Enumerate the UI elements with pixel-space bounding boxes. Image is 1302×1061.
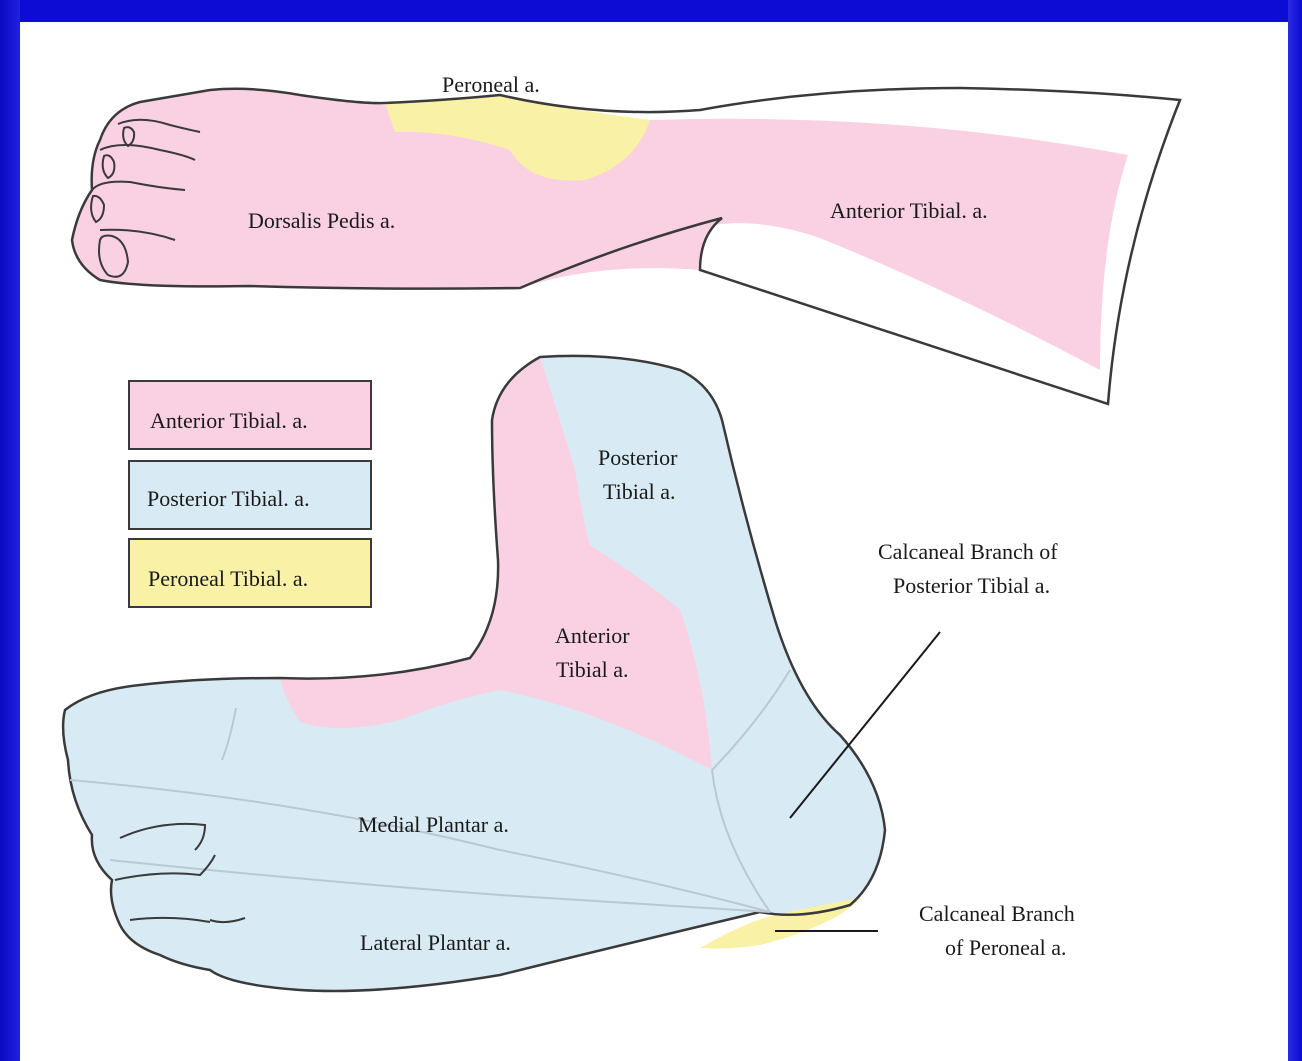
- legend-label-peroneal: Peroneal Tibial. a.: [148, 566, 308, 591]
- label-dorsalis-pedis: Dorsalis Pedis a.: [248, 208, 395, 233]
- label-lateral-plantar: Lateral Plantar a.: [360, 930, 511, 955]
- label-calcaneal-peroneal-2: of Peroneal a.: [945, 935, 1067, 960]
- slide-frame-right: [1288, 0, 1302, 1061]
- label-anterior-tibial-side-2: Tibial a.: [556, 657, 629, 682]
- legend: Anterior Tibial. a. Posterior Tibial. a.…: [129, 381, 371, 607]
- angiosome-diagram: Peroneal a. Dorsalis Pedis a. Anterior T…: [20, 22, 1288, 1061]
- slide-frame-left: [0, 0, 20, 1061]
- dorsal-foot-view: Peroneal a. Dorsalis Pedis a. Anterior T…: [72, 72, 1180, 404]
- label-medial-plantar: Medial Plantar a.: [358, 812, 509, 837]
- label-calcaneal-posterior-2: Posterior Tibial a.: [893, 573, 1050, 598]
- legend-label-anterior: Anterior Tibial. a.: [150, 408, 308, 433]
- legend-label-posterior: Posterior Tibial. a.: [147, 486, 310, 511]
- label-posterior-tibial-1: Posterior: [598, 445, 678, 470]
- label-anterior-tibial-top: Anterior Tibial. a.: [830, 198, 988, 223]
- label-anterior-tibial-side-1: Anterior: [555, 623, 630, 648]
- label-peroneal-top: Peroneal a.: [442, 72, 540, 97]
- slide-canvas: Peroneal a. Dorsalis Pedis a. Anterior T…: [20, 22, 1288, 1061]
- label-calcaneal-posterior-1: Calcaneal Branch of: [878, 539, 1058, 564]
- label-calcaneal-peroneal-1: Calcaneal Branch: [919, 901, 1075, 926]
- label-posterior-tibial-2: Tibial a.: [603, 479, 676, 504]
- medial-foot-view: Posterior Tibial a. Anterior Tibial a. M…: [63, 356, 1075, 991]
